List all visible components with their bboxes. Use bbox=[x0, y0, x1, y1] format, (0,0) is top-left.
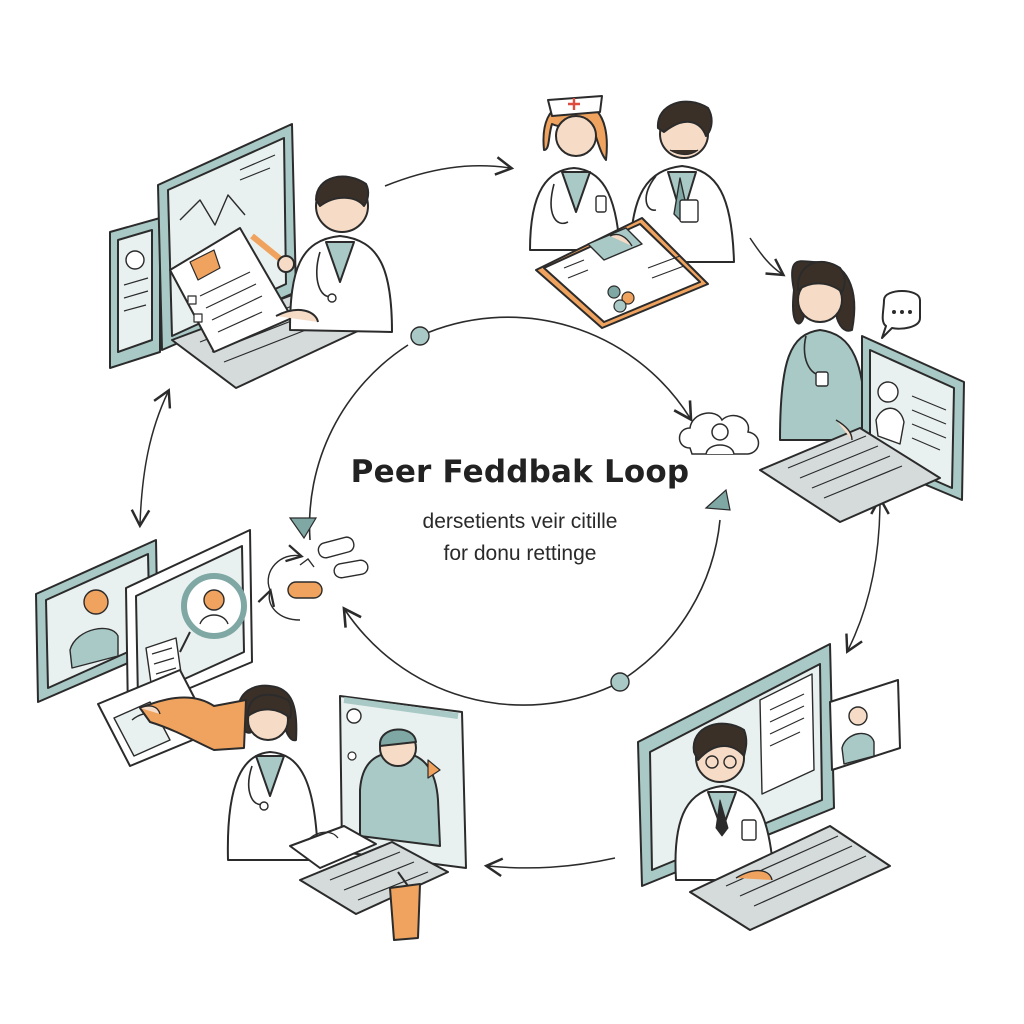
scene-woman-video-consult bbox=[759, 260, 965, 523]
diagram-title: Peer Feddbak Loop bbox=[350, 454, 690, 490]
triangle-marker-icon bbox=[288, 517, 318, 540]
triangle-marker-icon bbox=[704, 488, 731, 511]
scene-female-doctor-video-call bbox=[226, 684, 467, 941]
diagram-subtitle-line-1: dersetients veir citille bbox=[422, 510, 618, 533]
user-cloud-icon bbox=[678, 412, 760, 455]
loop-node-top bbox=[410, 326, 430, 346]
scene-doctor-reviewing-chart bbox=[109, 123, 393, 389]
scene-remote-patient-screens bbox=[35, 529, 253, 767]
scene-doctor-at-workstation bbox=[637, 643, 901, 931]
pills-icon bbox=[257, 536, 369, 621]
scene-nurse-doctor-discussion bbox=[529, 95, 735, 329]
loop-node-bottom bbox=[610, 672, 630, 692]
outer-arrows bbox=[130, 156, 890, 878]
diagram-subtitle-line-2: for donu rettinge bbox=[443, 542, 597, 565]
central-loop bbox=[308, 316, 721, 706]
chat-bubble-icon bbox=[881, 290, 921, 339]
